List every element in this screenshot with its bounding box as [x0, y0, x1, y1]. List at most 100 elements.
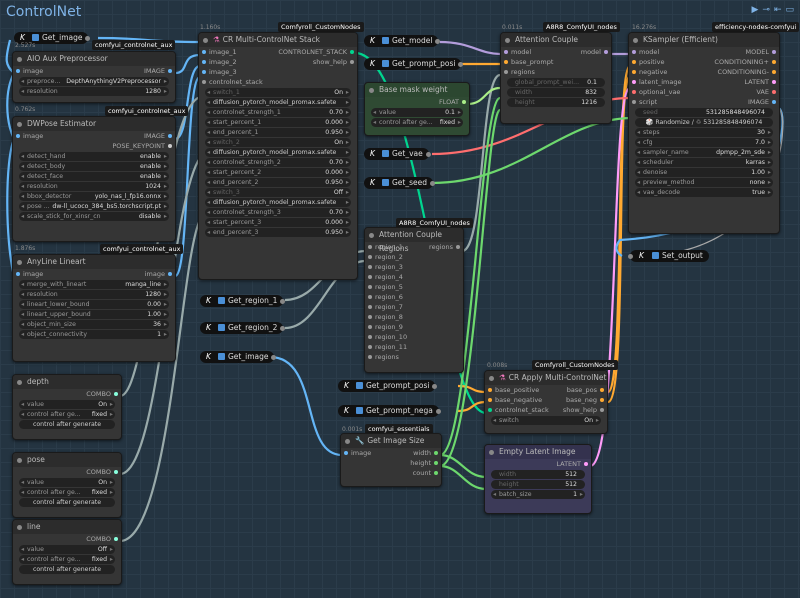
- output-dot[interactable]: [772, 70, 776, 74]
- control-after-generate-widget[interactable]: ◂control after ge...fixed▸: [19, 410, 115, 419]
- input-dot[interactable]: [632, 90, 636, 94]
- output-dot[interactable]: [85, 36, 91, 41]
- output-dot[interactable]: [114, 392, 118, 396]
- output-dot[interactable]: [772, 90, 776, 94]
- input-dot[interactable]: [344, 451, 348, 455]
- control-after-generate-button[interactable]: control after generate: [19, 420, 115, 429]
- collapse-dot[interactable]: [17, 260, 22, 265]
- collapse-dot[interactable]: [369, 88, 374, 93]
- controlnet-2-combo[interactable]: ◂diffusion_pytorch_model_promax.safete▸: [205, 148, 351, 157]
- input-dot[interactable]: [368, 265, 372, 269]
- output-dot[interactable]: [600, 408, 604, 412]
- randomize-button[interactable]: 🎲 Randomize / ♲ 531285848496074: [635, 118, 773, 127]
- collapse-dot[interactable]: [369, 233, 374, 238]
- control-after-generate-widget[interactable]: ◂control after ge...fixed▸: [19, 555, 115, 564]
- link-icon[interactable]: ⊸: [762, 5, 770, 15]
- input-dot[interactable]: [368, 255, 372, 259]
- output-dot[interactable]: [600, 398, 604, 402]
- global-prompt-weight-widget[interactable]: global_prompt_wei...0.1: [507, 78, 605, 87]
- output-dot[interactable]: [772, 80, 776, 84]
- input-dot[interactable]: [368, 345, 372, 349]
- output-dot[interactable]: [584, 462, 588, 466]
- collapse-dot[interactable]: [345, 439, 350, 444]
- collapse-dot[interactable]: [505, 38, 510, 43]
- input-dot[interactable]: [632, 80, 636, 84]
- control-after-generate-button[interactable]: control after generate: [19, 565, 115, 574]
- control-after-generate-widget[interactable]: ◂control after ge...fixed▸: [19, 488, 115, 497]
- output-dot[interactable]: [114, 537, 118, 541]
- input-dot[interactable]: [202, 80, 206, 84]
- input-dot[interactable]: [202, 70, 206, 74]
- input-dot[interactable]: [368, 295, 372, 299]
- collapse-dot[interactable]: [489, 450, 494, 455]
- play-icon[interactable]: ▶: [751, 5, 759, 15]
- input-dot[interactable]: [16, 272, 20, 276]
- output-dot[interactable]: [434, 471, 438, 475]
- output-dot[interactable]: [168, 272, 172, 276]
- output-dot[interactable]: [456, 245, 460, 249]
- output-dot[interactable]: [434, 461, 438, 465]
- output-dot[interactable]: [350, 50, 354, 54]
- collapse-dot[interactable]: [17, 380, 22, 385]
- output-dot[interactable]: [432, 384, 438, 389]
- control-after-generate-widget[interactable]: ◂control after ge...fixed▸: [371, 118, 463, 127]
- output-dot[interactable]: [168, 69, 172, 73]
- cr-apply-multi-controlnet-node[interactable]: ⚗CR Apply Multi-ControlNet base_positive…: [484, 370, 608, 434]
- collapse-dot[interactable]: [633, 38, 638, 43]
- output-dot[interactable]: [430, 181, 436, 186]
- output-dot[interactable]: [772, 50, 776, 54]
- input-dot[interactable]: [504, 60, 508, 64]
- output-dot[interactable]: [271, 355, 277, 360]
- output-dot[interactable]: [600, 388, 604, 392]
- output-dot[interactable]: [280, 299, 286, 304]
- collapse-dot[interactable]: [17, 458, 22, 463]
- output-dot[interactable]: [280, 326, 286, 331]
- input-dot[interactable]: [368, 335, 372, 339]
- input-dot[interactable]: [504, 70, 508, 74]
- input-dot[interactable]: [632, 70, 636, 74]
- input-dot[interactable]: [488, 408, 492, 412]
- input-dot[interactable]: [368, 325, 372, 329]
- input-dot[interactable]: [368, 275, 372, 279]
- collapse-dot[interactable]: [203, 38, 208, 43]
- collapse-dot[interactable]: [17, 122, 22, 127]
